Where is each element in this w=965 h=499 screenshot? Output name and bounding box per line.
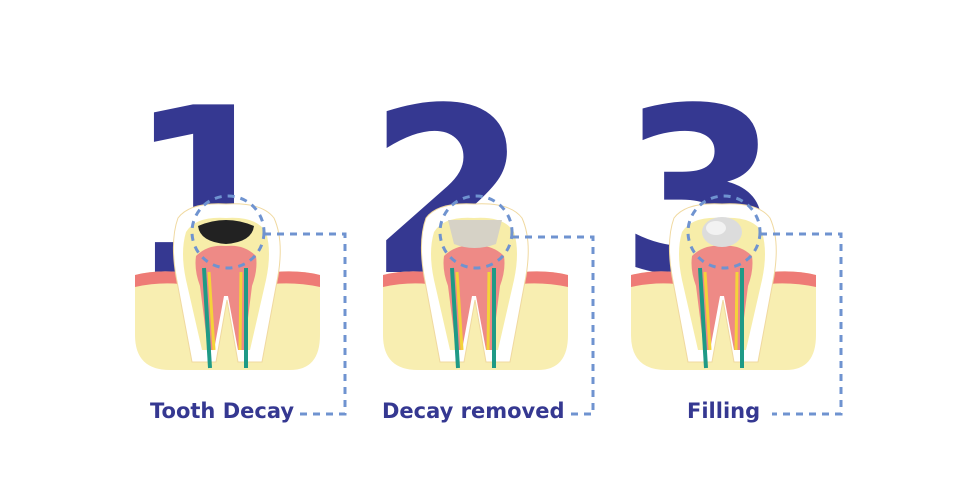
step-3-tooth xyxy=(631,194,843,416)
dashed-callout-2 xyxy=(512,235,595,416)
filling-highlight-3 xyxy=(706,221,726,235)
step-3-group: 3 xyxy=(620,60,843,416)
nerve-green-1a xyxy=(202,267,212,369)
step-3-label: Filling xyxy=(687,399,761,423)
step-2-label: Decay removed xyxy=(382,399,565,423)
nerve-yellow-2a xyxy=(455,271,464,351)
dashed-circle-3 xyxy=(686,194,762,270)
nerve-yellow-1a xyxy=(207,271,216,351)
nerve-yellow-3a xyxy=(703,271,712,351)
dashed-callout-1 xyxy=(264,232,347,416)
step-2-group: 2 xyxy=(368,60,595,416)
step-1-tooth xyxy=(135,194,347,416)
step-2-tooth xyxy=(383,194,595,416)
dashed-callout-3 xyxy=(760,232,843,416)
nerve-yellow-3b xyxy=(734,271,739,351)
nerve-green-3a xyxy=(698,267,708,369)
step-1-label: Tooth Decay xyxy=(150,399,295,423)
dashed-circle-2 xyxy=(438,194,514,270)
dashed-circle-1 xyxy=(190,194,266,270)
nerve-yellow-1b xyxy=(238,271,243,351)
step-1-group: 1 xyxy=(128,60,347,416)
nerve-green-2a xyxy=(450,267,460,369)
decay-spot-1 xyxy=(198,220,254,244)
removed-cavity-2 xyxy=(448,220,502,248)
nerve-yellow-2b xyxy=(486,271,491,351)
